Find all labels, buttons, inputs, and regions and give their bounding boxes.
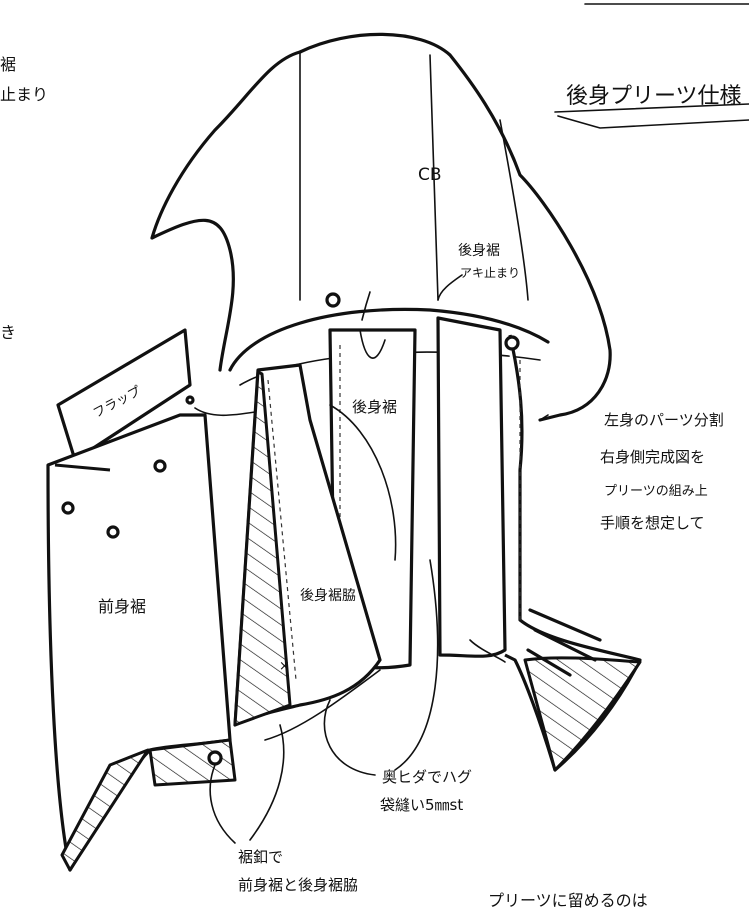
inner-pleat-label-1: 奥ヒダでハグ [382,768,472,786]
left-note-2: 止まり [0,85,48,104]
side-stitch-line [267,379,297,681]
center-leader [329,404,397,561]
right-pleat-folds [526,608,602,677]
side-lower-fold [264,669,381,741]
center-fold [469,639,506,663]
flap-panel [56,328,192,462]
bottom-note: プリーツに留めるのは [488,891,648,910]
cb-line [429,54,439,301]
hem-button-leader-2 [249,724,285,841]
right-body-seam [499,119,529,301]
inner-pleat-leader-2 [394,559,439,771]
front-hem-label: 前身裾 [98,597,146,616]
back-hem-side-label: 後身裾脇 [300,588,356,604]
right-pleat-hatch [523,656,642,772]
left-note-1: 裾 [0,55,16,74]
flap-leader [194,407,256,417]
pin-leader [359,329,386,359]
side-note-line-2: 右身側完成図を [600,448,705,466]
front-hem-panel [46,413,232,872]
back-hem-label: 後身裾 [352,398,397,416]
hem-button-label-1: 裾釦で [238,848,283,866]
front-hem-top-hatch [54,463,111,472]
cross-mark: × [279,659,290,674]
front-hem-hatch-lower [60,748,150,872]
front-button-2-icon [106,525,120,539]
flap-button-icon [185,395,195,405]
back-hem-stop-label-1: 後身裾 [458,243,500,259]
hem-button-label-2: 前身裾と後身裾脇 [238,876,358,894]
cb-leader [437,274,463,301]
cb-label: CB [418,165,442,185]
back-hem-stop-label-2: アキ止まり [460,266,520,280]
hem-button-leader-1 [209,764,236,844]
side-note-line-3: プリーツの組み上 [604,484,708,499]
front-button-1-icon [61,501,75,515]
right-button-icon [504,335,520,351]
sleeve-left-outline [150,50,302,372]
hem-button-icon [207,750,223,766]
side-note-line-4: 手順を想定して [600,514,705,532]
left-note-3: き [0,323,16,342]
page-title: 後身プリーツ仕様 [566,84,742,109]
back-hem-side-hatch [233,370,292,727]
title-underline [554,103,749,129]
waist-seam [228,307,550,372]
back-body-outline [298,32,612,422]
right-tab [539,414,549,421]
center-back-pleat [436,316,507,658]
inner-pleat-leader-1 [323,699,376,776]
pin-marker [361,291,371,321]
waist-button-icon [325,292,341,308]
front-button-3-icon [153,459,167,473]
side-note-line-1: 左身のパーツ分割 [604,411,724,429]
inner-pleat-label-2: 袋縫い5㎜st [380,796,463,814]
